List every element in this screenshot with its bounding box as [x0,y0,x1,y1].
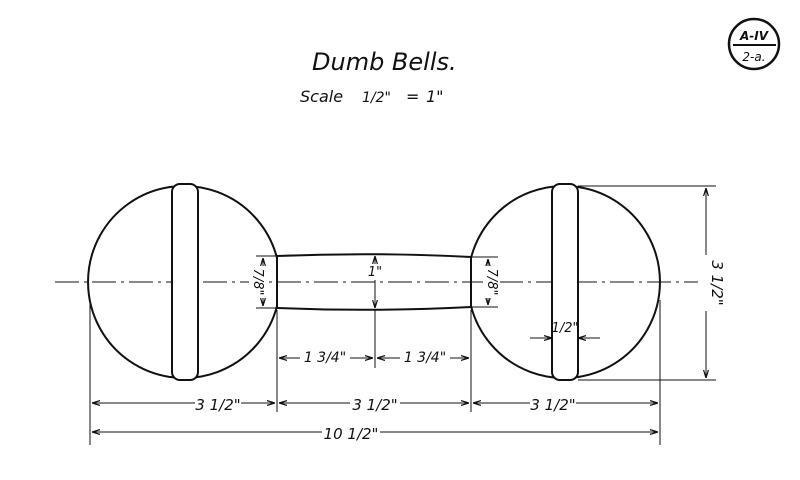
right-ball [470,183,661,381]
scale-right: 1" [426,87,444,106]
badge-top: A-IV [739,29,770,43]
dim-end-diameter-right: 7/8" [484,269,499,296]
dim-band-width: 1/2" [552,321,579,336]
dim-end-diameter-left: 7/8" [250,269,265,296]
badge-bottom: 2-a. [742,50,765,64]
extension-lines [89,185,716,445]
dim-overall-length: 10 1/2" [324,425,379,443]
dim-handle-diameter: 1" [368,265,382,280]
sheet-badge: A-IV 2-a. [727,17,781,71]
dim-left-ball-length: 3 1/2" [195,396,240,414]
scale-note: Scale 1/2" = 1" [300,87,444,106]
scale-left: 1/2" [362,90,391,106]
dim-handle-half-left: 1 3/4" [304,350,346,366]
dim-handle-length: 3 1/2" [352,396,397,414]
dim-ball-diameter: 3 1/2" [708,260,726,305]
left-ball [87,183,278,381]
drawing-title: Dumb Bells. [312,48,457,76]
dim-handle-half-right: 1 3/4" [404,350,446,366]
handle [276,253,472,311]
dim-right-ball-length: 3 1/2" [530,396,575,414]
scale-equals: = [406,87,419,106]
scale-label: Scale [300,87,343,106]
